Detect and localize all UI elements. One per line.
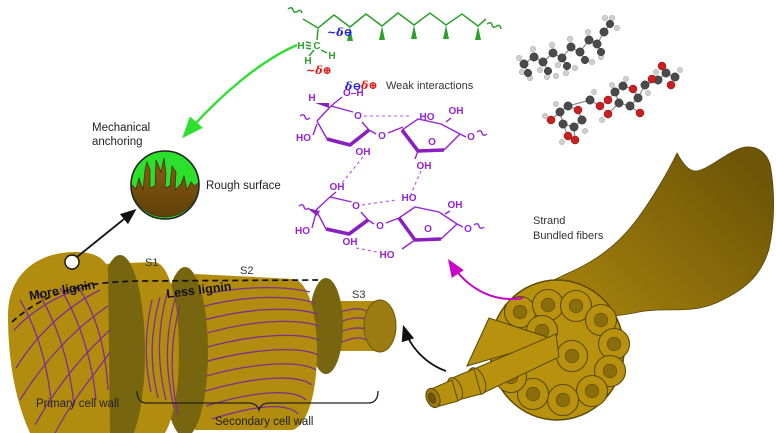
chem2-ring-o: O bbox=[352, 201, 360, 212]
atom-c: C bbox=[313, 41, 320, 52]
label-secondary-cell-wall: Secondary cell wall bbox=[215, 416, 313, 428]
callout-arrow bbox=[76, 208, 137, 258]
fiber-bundle bbox=[425, 279, 631, 421]
chem-glyco-o: O bbox=[378, 131, 386, 142]
label-mechanical: Mechanical bbox=[92, 122, 150, 134]
strand-label-line2: Bundled fibers bbox=[533, 230, 604, 242]
methyl-wedges bbox=[347, 25, 481, 41]
hydrogen-bonds bbox=[341, 115, 422, 253]
atom-h-right: H bbox=[328, 51, 335, 62]
chem2-oh-topright: OH bbox=[448, 200, 463, 211]
secondary-wall-brace bbox=[136, 390, 379, 413]
label-s2: S2 bbox=[240, 265, 253, 277]
chem-oh-topright: OH bbox=[449, 106, 464, 117]
label-primary-cell-wall: Primary cell wall bbox=[36, 398, 119, 410]
chem-link-o: O bbox=[467, 132, 475, 143]
strand-shape bbox=[504, 146, 775, 322]
atom-h-left: H bbox=[297, 41, 304, 52]
label-anchoring: anchoring bbox=[92, 136, 143, 148]
s1-fibrils bbox=[145, 289, 181, 416]
chem-ho-mid: HO bbox=[420, 112, 435, 123]
chem2-ho-mid: HO bbox=[402, 193, 417, 204]
s2-fibrils bbox=[196, 286, 320, 420]
chem2-ho-bottom: HO bbox=[380, 250, 395, 261]
lignin-dashed-line bbox=[11, 279, 319, 323]
label-s3: S3 bbox=[352, 289, 365, 301]
magenta-arrow bbox=[448, 258, 524, 300]
bundle-to-wall-arrow bbox=[401, 324, 447, 372]
cellulose-3d-model bbox=[542, 61, 683, 145]
rough-surface-soil bbox=[131, 157, 199, 218]
chem-ring-o: O bbox=[354, 111, 362, 122]
polypropylene-chain: H C H H ~δ⊖ ~δ⊕ bbox=[287, 6, 502, 77]
delta-minus-polymer: ~δ⊖ bbox=[327, 26, 353, 39]
delta-plus-polymer: ~δ⊕ bbox=[306, 64, 332, 77]
cellulose-chain-top: H O–H HO O OH O HO OH O O OH bbox=[296, 88, 488, 172]
chem-oh-bottom: OH bbox=[417, 161, 432, 172]
chem-oh: OH bbox=[356, 147, 371, 158]
chem2-ho: HO bbox=[295, 226, 310, 237]
label-weak-interactions: Weak interactions bbox=[386, 80, 474, 92]
delta-minus-pair: δ⊖ bbox=[344, 80, 362, 93]
chem2-ring2-o: O bbox=[424, 224, 432, 235]
pulled-fiber bbox=[425, 333, 560, 409]
primary-fibrils bbox=[13, 287, 111, 433]
cell-wall-diagram: More lignin Less lignin S1 S2 S3 Primary… bbox=[8, 208, 397, 433]
chem2-glyco-o: O bbox=[376, 221, 384, 232]
chem-oh-bond: O–H bbox=[343, 88, 364, 99]
chem2-link-o: O bbox=[464, 224, 472, 235]
weak-interactions-caption: δ⊖ δ⊕ Weak interactions bbox=[344, 79, 474, 93]
green-arrow bbox=[182, 43, 298, 139]
cellulose-chain-bottom: OH HO O OH O HO O OH O HO bbox=[295, 182, 485, 261]
bundle-fiber-circles bbox=[494, 288, 631, 417]
chem-ring2-o: O bbox=[428, 137, 436, 148]
atom-h-bottom: H bbox=[304, 56, 311, 67]
anchoring-ball bbox=[130, 150, 200, 220]
label-s1: S1 bbox=[145, 257, 158, 269]
polypropylene-3d-model bbox=[516, 14, 621, 81]
chem2-oh-top: OH bbox=[330, 182, 345, 193]
chem2-oh-below: OH bbox=[343, 237, 358, 248]
rim-s2-s3 bbox=[309, 278, 343, 374]
chem-ho: HO bbox=[296, 133, 311, 144]
strand-caption: Strand Bundled fibers bbox=[533, 215, 604, 242]
delta-plus-pair: δ⊕ bbox=[360, 79, 378, 92]
s3-end-cap bbox=[363, 299, 397, 353]
label-rough-surface: Rough surface bbox=[206, 180, 281, 192]
chem-h: H bbox=[308, 93, 315, 104]
strand-label-line1: Strand bbox=[533, 215, 565, 227]
callout-circle bbox=[64, 254, 80, 270]
